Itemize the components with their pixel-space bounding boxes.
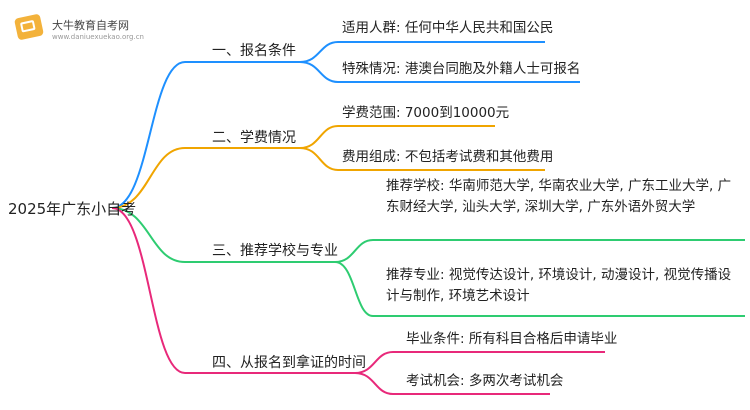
connector-branch-2-leaf-2 — [299, 147, 545, 171]
branch-2-title: 二、学费情况 — [212, 130, 296, 146]
connector-branch-4-leaf-1 — [354, 351, 605, 374]
branch-1-leaf-2: 特殊情况: 港澳台同胞及外籍人士可报名 — [342, 61, 581, 77]
branch-4-leaf-2: 考试机会: 多两次考试机会 — [406, 373, 564, 389]
connector-branch-4-leaf-2 — [354, 372, 550, 395]
branch-4-title: 四、从报名到拿证的时间 — [212, 355, 366, 371]
branch-4-leaf-1: 毕业条件: 所有科目合格后申请毕业 — [406, 331, 618, 347]
connector-root-branch-1 — [111, 61, 300, 209]
site-logo: 大牛教育自考网 www.daniuexuekao.org.cn — [12, 8, 152, 46]
root-topic: 2025年广东小自考 — [8, 200, 137, 218]
connector-branch-1-leaf-1 — [299, 41, 545, 63]
connector-branch-3-leaf-1 — [334, 239, 745, 263]
connector-branch-3-leaf-2 — [334, 261, 745, 317]
logo-url: www.daniuexuekao.org.cn — [52, 33, 144, 41]
connector-branch-1-leaf-2 — [299, 61, 580, 83]
branch-1-title: 一、报名条件 — [212, 43, 296, 59]
connector-root-branch-4 — [111, 207, 355, 374]
branch-3-leaf-2: 推荐专业: 视觉传达设计, 环境设计, 动漫设计, 视觉传播设计与制作, 环境艺… — [386, 267, 732, 304]
branch-3-title: 三、推荐学校与专业 — [212, 243, 338, 259]
branch-2-leaf-1: 学费范围: 7000到10000元 — [342, 105, 510, 121]
connector-root-branch-2 — [111, 147, 300, 209]
branch-2-leaf-2: 费用组成: 不包括考试费和其他费用 — [342, 149, 554, 165]
connector-branch-2-leaf-1 — [299, 125, 495, 149]
connector-root-branch-3 — [111, 207, 335, 263]
branch-3-leaf-1: 推荐学校: 华南师范大学, 华南农业大学, 广东工业大学, 广东财经大学, 汕头… — [386, 178, 732, 215]
logo-name: 大牛教育自考网 — [52, 19, 129, 32]
branch-1-leaf-1: 适用人群: 任何中华人民共和国公民 — [342, 20, 554, 36]
